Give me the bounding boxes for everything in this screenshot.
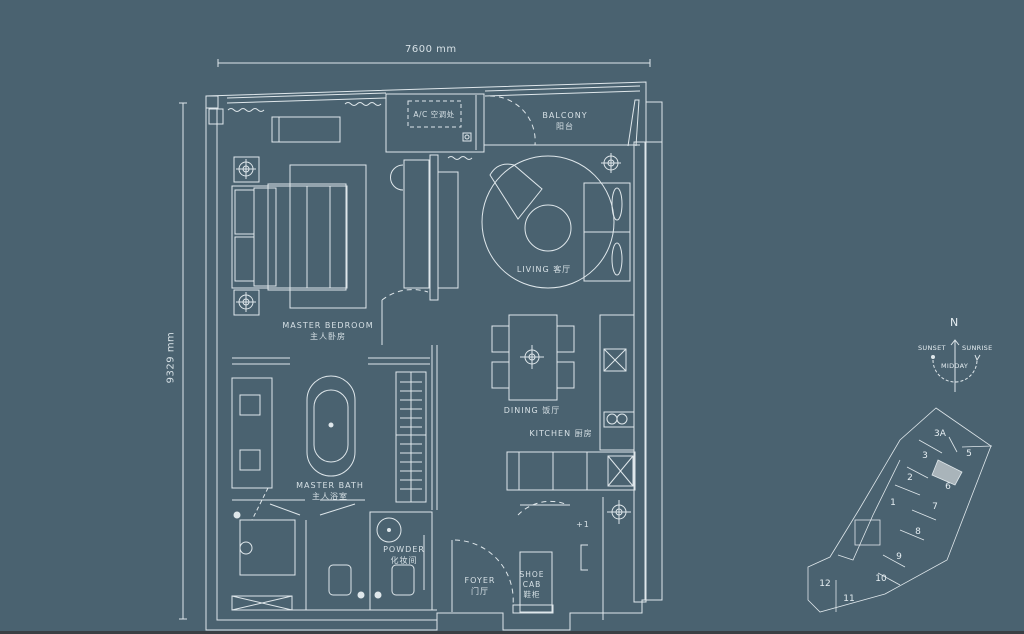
kitchen-counter [506,314,636,620]
keyplan-unit-6: 6 [945,482,951,492]
compass-sunset: SUNSET [918,344,946,352]
compass-north: N [950,316,959,329]
keyplan-unit-9: 9 [896,552,902,562]
foyer-door [451,500,570,614]
shoe-cabinet-label-2: CAB [522,580,542,589]
foyer-label-en: FOYER [464,576,496,585]
master-bedroom-label-cn: 主人卧房 [309,332,346,341]
keyplan-unit-5: 5 [966,449,972,459]
balcony [484,95,640,147]
exterior-walls [205,81,663,631]
foyer-label-cn: 门厅 [471,587,489,596]
powder-room [369,511,433,611]
dining-label: DINING 饭厅 [503,406,561,415]
nightstand-lamp [233,156,260,316]
width-dimension-label: 7600 mm [405,44,457,55]
powder-label: POWDER 化妆间 [383,544,425,566]
keyplan-unit-11: 11 [843,594,855,604]
keyplan-unit-3: 3 [922,451,928,461]
keyplan-unit-12: 12 [819,579,831,589]
compass-sunrise: SUNRISE [962,344,993,352]
balcony-label-cn: 阳台 [555,122,574,131]
dining-table [491,314,575,401]
master-bedroom-label-en: MASTER BEDROOM [282,321,374,330]
curtain [344,102,382,106]
master-bath-label-en: MASTER BATH [296,481,364,490]
keyplan-unit-3a: 3A [934,429,946,439]
keyplan-unit-10: 10 [875,574,887,584]
balcony-label-en: BALCONY [542,111,588,120]
height-dimension-label: 9329 mm [165,331,177,384]
balcony-label: BALCONY 阳台 [542,110,587,132]
master-bath-label-cn: 主人浴室 [312,492,348,501]
compass-icon [931,339,981,392]
ac-room [385,93,485,153]
shoe-cabinet-label: SHOE CAB 鞋柜 [519,570,544,600]
keyplan-unit-1: 1 [890,498,896,508]
bottom-edge-bar [0,631,1024,634]
keyplan-unit-8: 8 [915,527,921,537]
living-area [481,153,631,289]
compass-midday: MIDDAY [941,362,969,370]
living-label: LIVING 客厅 [516,265,572,274]
curtain [447,156,473,160]
bench [271,116,341,143]
step-marker: +1 [576,520,590,529]
master-bath-label: MASTER BATH 主人浴室 [296,480,364,502]
keyplan-unit-2: 2 [907,473,913,483]
shoe-cabinet-label-1: SHOE [519,570,545,579]
powder-label-cn: 化妆间 [390,556,418,565]
powder-label-en: POWDER [383,545,425,554]
master-bath [231,345,438,510]
foyer-label: FOYER 门厅 [465,575,496,597]
shoe-cabinet-label-cn: 鞋柜 [523,590,541,599]
curtain [227,108,265,112]
bed [231,164,367,309]
keyplan [807,407,993,613]
wardrobe-hangers [400,381,422,490]
ac-label: A/C 空调处 [413,110,455,119]
height-dimension-line [179,102,187,620]
kitchen-label: KITCHEN 厨房 [529,429,593,438]
width-dimension-line [217,59,651,67]
keyplan-unit-7: 7 [932,502,938,512]
master-bedroom-label: MASTER BEDROOM 主人卧房 [282,320,373,342]
tv-partition [381,154,459,345]
